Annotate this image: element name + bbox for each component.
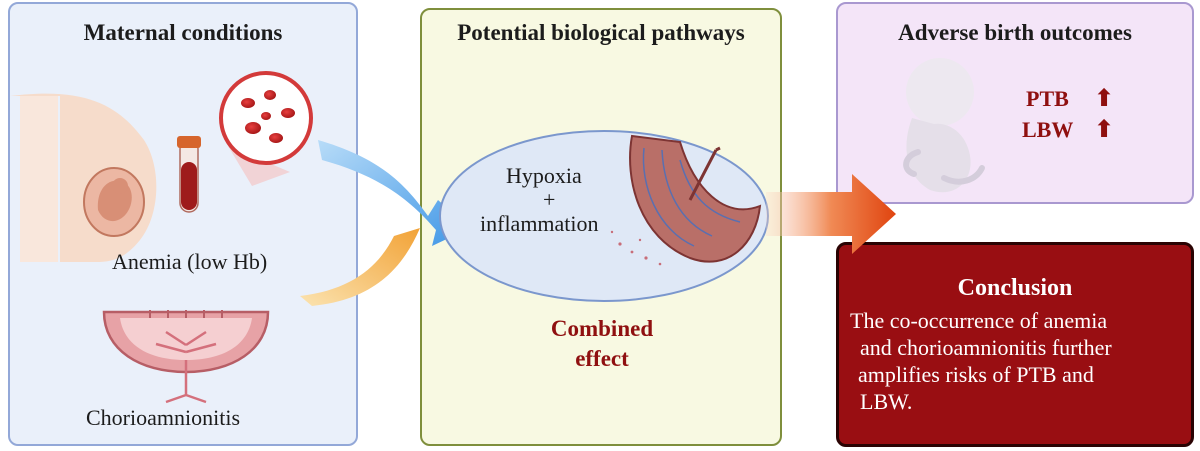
conclusion-title: Conclusion: [957, 275, 1073, 301]
conclusion-line: and chorioamnionitis further: [860, 335, 1112, 360]
ptb-up-arrow-icon: ⬆: [1094, 84, 1115, 112]
hypoxia-label: Hypoxia: [506, 163, 582, 188]
pregnant-belly-icon: [10, 93, 157, 263]
conclusion-text: The co-occurrence of anemia and chorioam…: [850, 307, 1112, 415]
inflammation-label: inflammation: [480, 211, 599, 236]
chorioamnionitis-label: Chorioamnionitis: [86, 405, 240, 430]
outcome-arrow-icon: [766, 174, 896, 254]
blood-tube-icon: [177, 136, 201, 213]
maternal-conditions-title: Maternal conditions: [83, 20, 283, 45]
conclusion-line: The co-occurrence of anemia: [850, 308, 1108, 333]
placenta-icon: [610, 134, 762, 266]
outcomes-title: Adverse birth outcomes: [898, 20, 1132, 45]
uterus-icon: [102, 310, 270, 404]
lbw-up-arrow-icon: ⬆: [1094, 115, 1115, 143]
combined-label: Combined: [550, 316, 654, 341]
fetus-icon: [903, 58, 985, 193]
conclusion-line: amplifies risks of PTB and: [858, 362, 1094, 387]
ptb-label: PTB: [1026, 86, 1069, 111]
blood-cells-icon: [219, 71, 313, 186]
conclusion-panel: Conclusion The co-occurrence of anemia a…: [836, 242, 1194, 447]
birth-outcomes-panel: Adverse birth outcomes: [836, 2, 1194, 204]
pathways-title: Potential biological pathways: [457, 20, 745, 45]
blue-arrow-icon: [318, 140, 470, 246]
anemia-label: Anemia (low Hb): [112, 249, 268, 274]
combined-effect-label: Combined effect: [540, 314, 664, 374]
lbw-label: LBW: [1022, 117, 1074, 142]
plus-label: +: [543, 187, 556, 212]
effect-label: effect: [575, 346, 629, 371]
conclusion-line: LBW.: [860, 389, 913, 414]
orange-arrow-icon: [300, 228, 420, 306]
